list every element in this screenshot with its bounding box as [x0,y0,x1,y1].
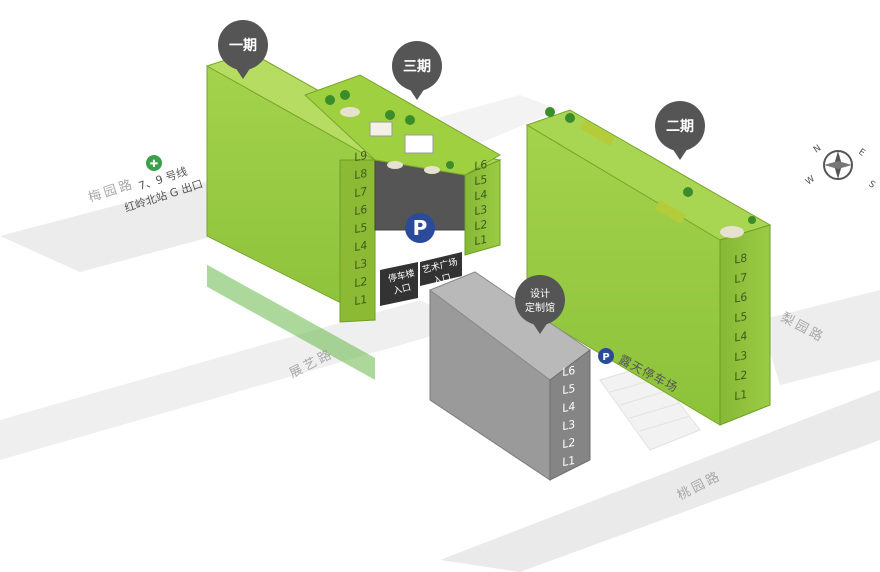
compass-w: W [804,174,817,187]
floor-label-b1-l5: L5 [353,221,368,236]
pin-phase1[interactable]: 一期 [218,20,268,79]
rooftop-garden-2 [545,107,756,238]
floor-label-b1-l1: L1 [353,293,368,308]
floor-label-dh-l5: L5 [561,382,576,397]
compass-n: N [812,143,823,155]
floor-label-b2-l6: L6 [733,290,748,305]
floor-label-b2-l2: L2 [733,368,748,383]
floor-label-b2-l5: L5 [733,310,748,325]
floor-label-dh-l2: L2 [561,436,576,451]
floor-label-b1-l7: L7 [353,185,368,200]
floor-label-dh-l3: L3 [561,418,576,433]
pin-design-line1: 设计 [530,287,550,300]
floor-label-b1-l3: L3 [353,257,368,272]
floor-label-b2-l4: L4 [733,329,748,344]
floor-label-b2-l1: L1 [733,388,748,403]
pin-phase2[interactable]: 二期 [655,101,705,160]
plaza-entrance[interactable]: 艺术广场 入口 [420,252,462,287]
pin-phase3[interactable]: 三期 [392,41,442,100]
floor-label-b2-l8: L8 [733,251,748,266]
floor-label-dh-l1: L1 [561,454,576,469]
accent-band [207,264,375,380]
pin-phase1-label: 一期 [229,38,257,54]
pin-design-line2: 定制馆 [525,301,555,314]
parking-sign-building[interactable]: P [405,213,435,243]
pin-phase3-label: 三期 [403,59,431,75]
floor-label-b1-l2: L2 [353,275,368,290]
floor-label-b1-l6: L6 [353,203,368,218]
floor-label-b3-l2: L2 [473,218,488,233]
floor-label-b3-l4: L4 [473,188,488,203]
floor-label-b1-l8: L8 [353,167,368,182]
compass-s: S [866,179,877,191]
outdoor-parking-symbol: P [602,352,609,363]
floor-label-b3-l3: L3 [473,203,488,218]
metro-logo-icon [146,155,162,171]
floor-label-b2-l3: L3 [733,349,748,364]
compass-rose-icon: W S N E [804,143,877,190]
parking-icon [598,348,614,364]
floor-label-b3-l6: L6 [473,158,488,173]
floor-label-b3-l5: L5 [473,173,488,188]
parking-entrance-line2: 入口 [392,282,412,297]
floor-label-b1-l9: L9 [353,149,368,164]
floor-label-dh-l6: L6 [561,364,576,379]
rooftop-garden [325,90,454,174]
floor-label-b1-l4: L4 [353,239,368,254]
pin-phase2-label: 二期 [666,119,694,135]
floor-label-dh-l4: L4 [561,400,576,415]
pin-design-hall[interactable]: 设计 定制馆 [515,275,565,334]
parking-symbol: P [413,216,428,240]
parking-entrance[interactable]: 停车楼 入口 [380,262,418,306]
metro-logo-glyph: ✚ [150,159,158,170]
floor-label-b3-l1: L1 [473,233,488,248]
compass-e: E [856,147,867,159]
floor-label-b2-l7: L7 [733,271,748,286]
